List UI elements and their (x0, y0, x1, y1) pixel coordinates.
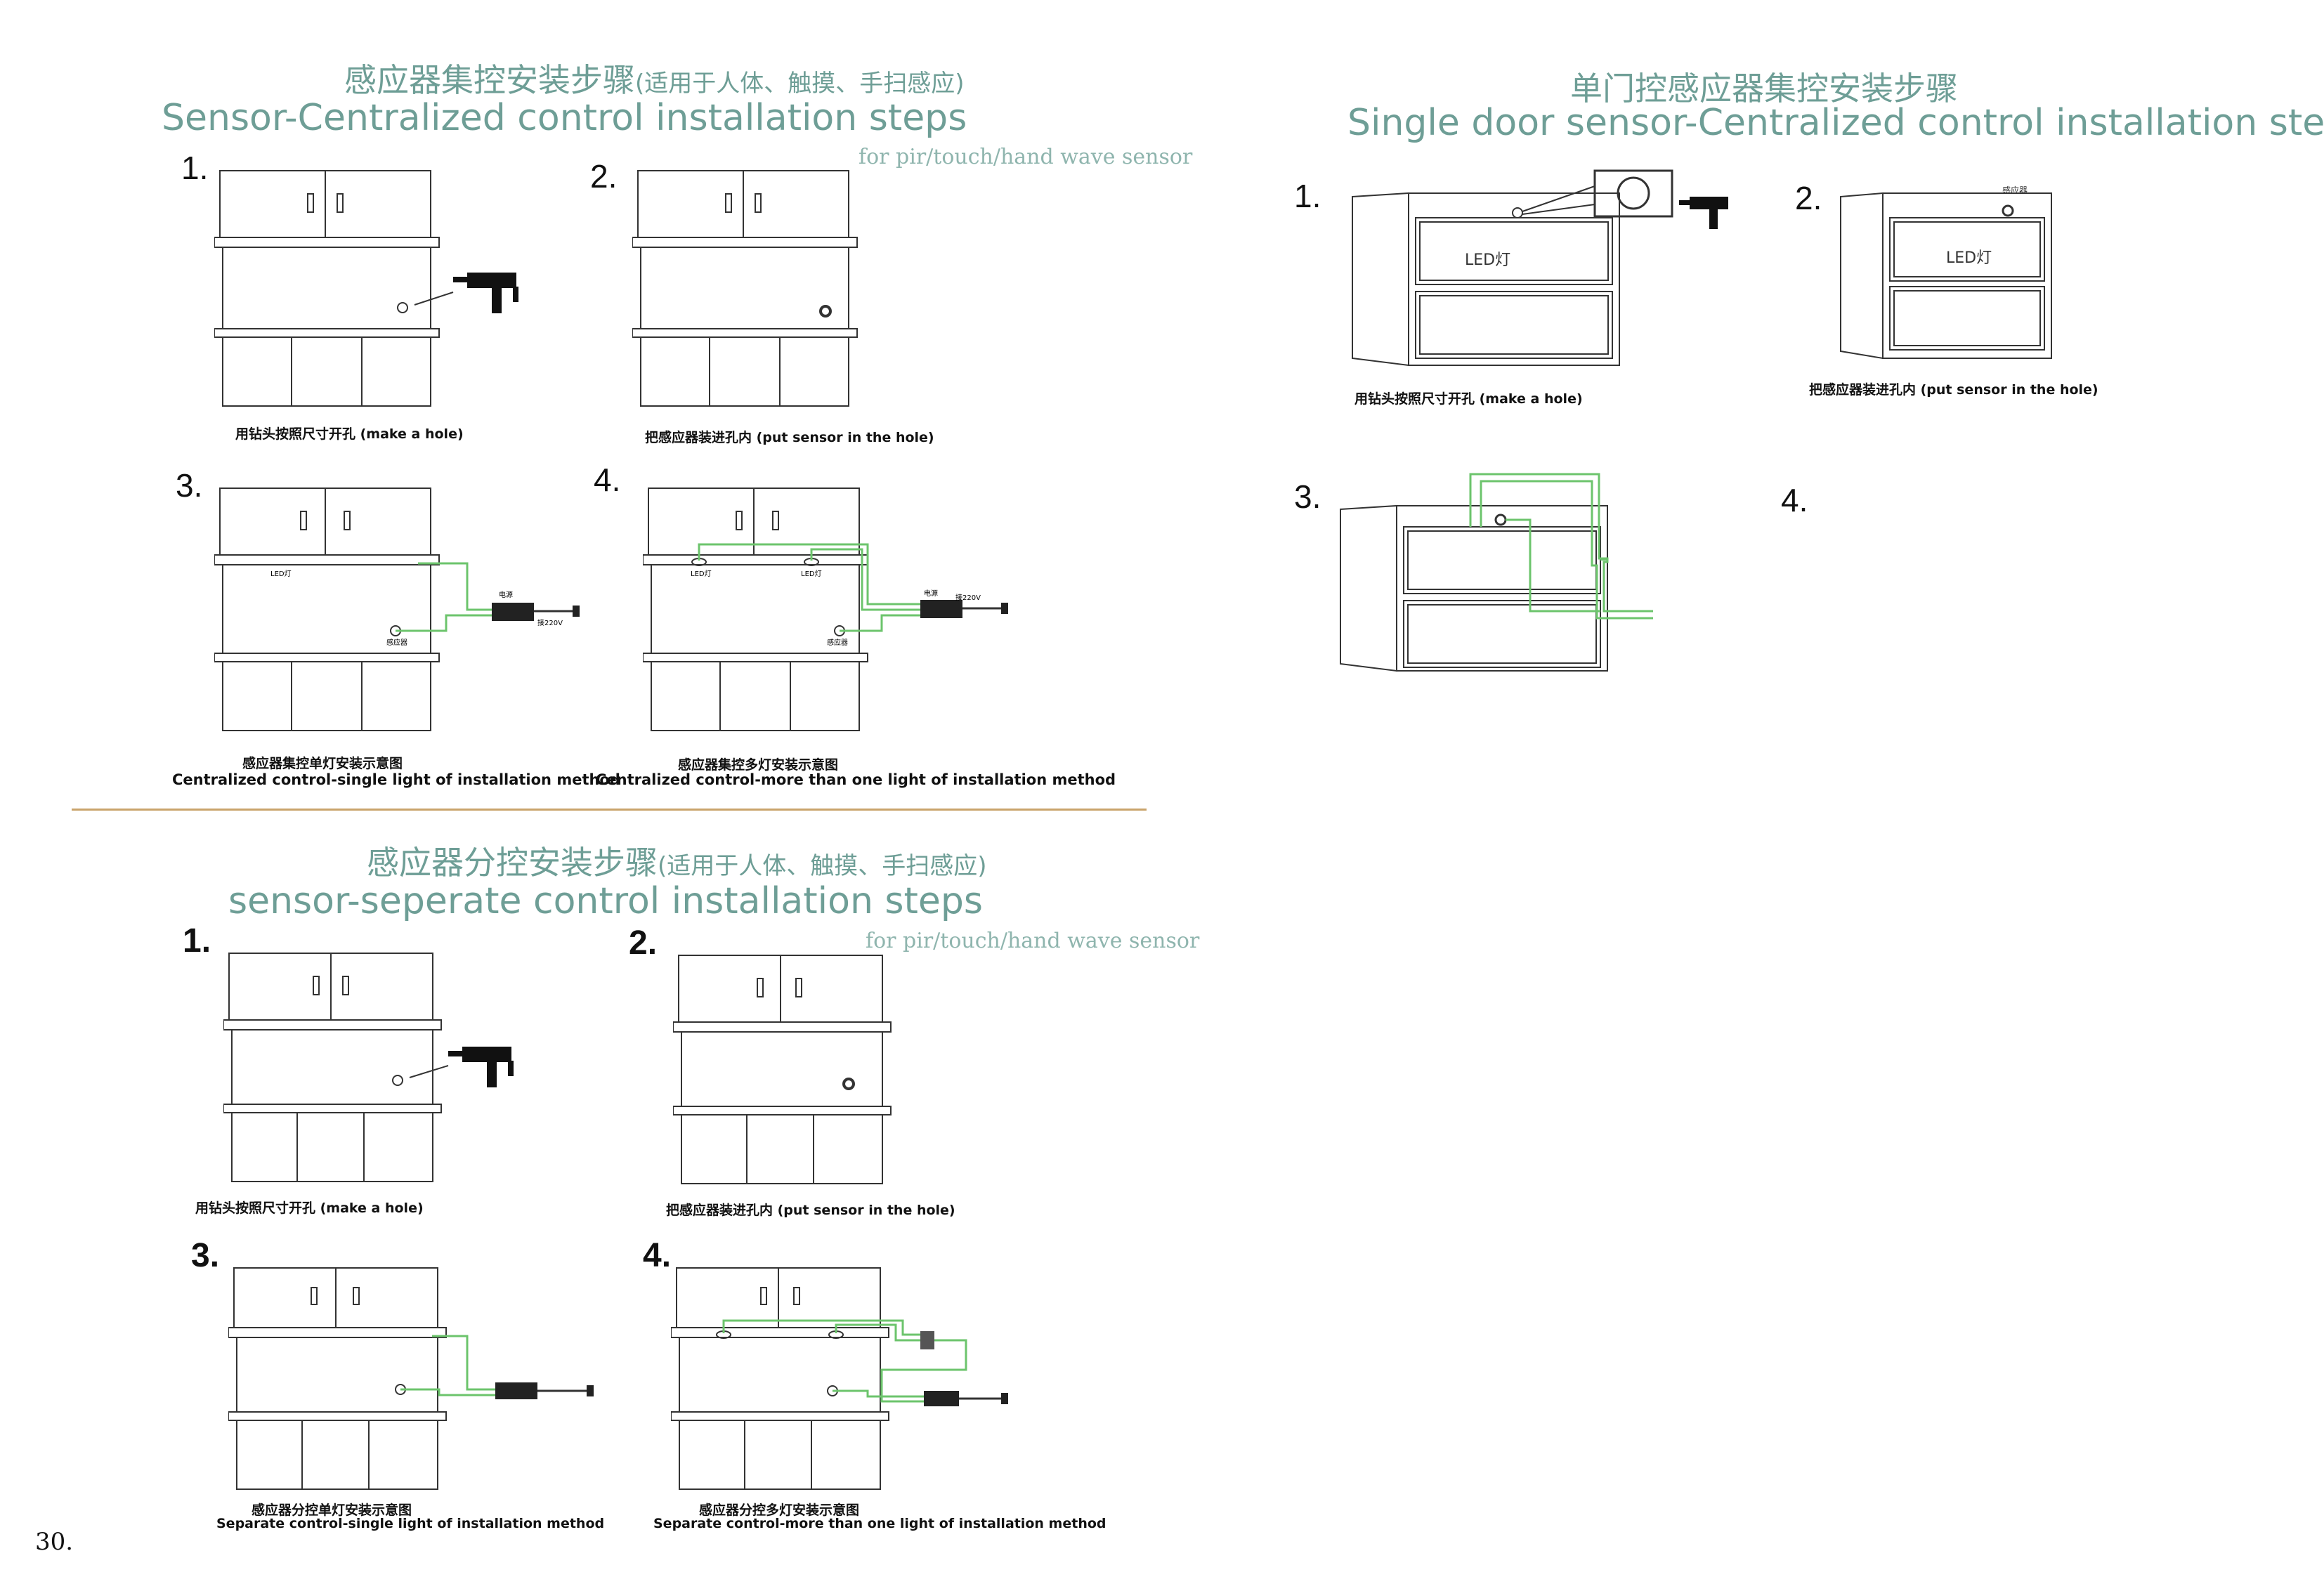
step-number: 1. (183, 922, 211, 960)
svg-text:感应器: 感应器 (386, 638, 407, 647)
drill-icon (1679, 197, 1728, 229)
svg-text:接220V: 接220V (955, 593, 981, 602)
caption: 用钻头按照尺寸开孔 (make a hole) (235, 426, 464, 442)
caption-en: Separate control-single light of install… (216, 1516, 605, 1531)
step-number: 3. (176, 467, 203, 504)
multi-light-wiring-illustration: LED灯 LED灯 感应器 电源 接220V (643, 488, 1008, 731)
page-number: 30. (35, 1528, 74, 1556)
left-sec1-subtitle: for pir/touch/hand wave sensor (859, 145, 1193, 169)
caption-en: Centralized control-more than one light … (596, 771, 1116, 788)
svg-text:感应器: 感应器 (827, 638, 848, 647)
caption-cn: 感应器分控单灯安装示意图 (252, 1503, 412, 1518)
caption: 用钻头按照尺寸开孔 (make a hole) (195, 1200, 424, 1216)
caption-cn: 感应器集控单灯安装示意图 (242, 756, 403, 771)
step-number: 4. (1781, 482, 1808, 518)
step-number: 4. (643, 1237, 672, 1274)
step-number: 4. (594, 462, 621, 498)
separate-multi-light-illustration (671, 1267, 1008, 1490)
caption: 把感应器装进孔内 (put sensor in the hole) (645, 430, 934, 445)
right-sec1-title-cn: 单门控感应器集控安装步骤 (1570, 70, 1958, 107)
section-divider (72, 809, 1147, 811)
svg-text:LED灯: LED灯 (270, 570, 292, 578)
left-sec2-subtitle: for pir/touch/hand wave sensor (866, 929, 1200, 953)
drill-icon (448, 1047, 514, 1087)
caption-en: Centralized control-single light of inst… (172, 771, 620, 788)
step-number: 2. (590, 158, 618, 195)
left-sec2-title-cn: 感应器分控安装步骤(适用于人体、触摸、手扫感应) (367, 844, 987, 882)
step-number: 1. (181, 150, 209, 186)
svg-text:LED灯: LED灯 (1465, 251, 1510, 269)
door-single-light-wiring (1340, 473, 1653, 672)
cabinet-sensor-illustration (632, 170, 858, 407)
caption: 把感应器装进孔内 (put sensor in the hole) (666, 1203, 955, 1218)
svg-text:LED灯: LED灯 (801, 570, 822, 578)
right-sec1-title-en: Single door sensor-Centralized control i… (1347, 102, 2324, 144)
door-drill-illustration: LED灯 (1352, 169, 1728, 367)
left-sec2-title-en: sensor-seperate control installation ste… (228, 880, 983, 922)
cabinet-sensor-illustration (673, 955, 892, 1184)
caption: 用钻头按照尺寸开孔 (make a hole) (1354, 391, 1583, 407)
svg-text:接220V: 接220V (537, 618, 563, 627)
cabinet-drill-illustration (223, 953, 514, 1182)
svg-text:电源: 电源 (924, 589, 938, 598)
svg-text:电源: 电源 (499, 590, 513, 599)
door-sensor-illustration: 感应器 LED灯 (1840, 185, 2052, 360)
svg-text:感应器: 感应器 (2002, 185, 2028, 195)
caption-cn: 感应器分控多灯安装示意图 (699, 1503, 860, 1518)
step-number: 2. (629, 924, 658, 962)
step-number: 3. (1294, 478, 1321, 515)
step-number: 2. (1795, 180, 1822, 216)
cabinet-drill-illustration (214, 170, 518, 407)
svg-text:LED灯: LED灯 (691, 570, 712, 578)
step-number: 3. (191, 1237, 220, 1274)
svg-text:LED灯: LED灯 (1946, 249, 1992, 267)
drill-icon (453, 273, 518, 313)
left-sec1-title-en: Sensor-Centralized control installation … (162, 97, 967, 139)
step-number: 1. (1294, 178, 1321, 214)
left-sec1-title-cn: 感应器集控安装步骤(适用于人体、触摸、手扫感应) (344, 61, 965, 99)
caption-en: Separate control-more than one light of … (653, 1516, 1106, 1531)
separate-single-light-illustration (228, 1267, 594, 1490)
single-light-wiring-illustration: LED灯 感应器 电源 接220V (214, 488, 580, 731)
caption-cn: 感应器集控多灯安装示意图 (678, 757, 839, 773)
caption: 把感应器装进孔内 (put sensor in the hole) (1809, 382, 2098, 398)
